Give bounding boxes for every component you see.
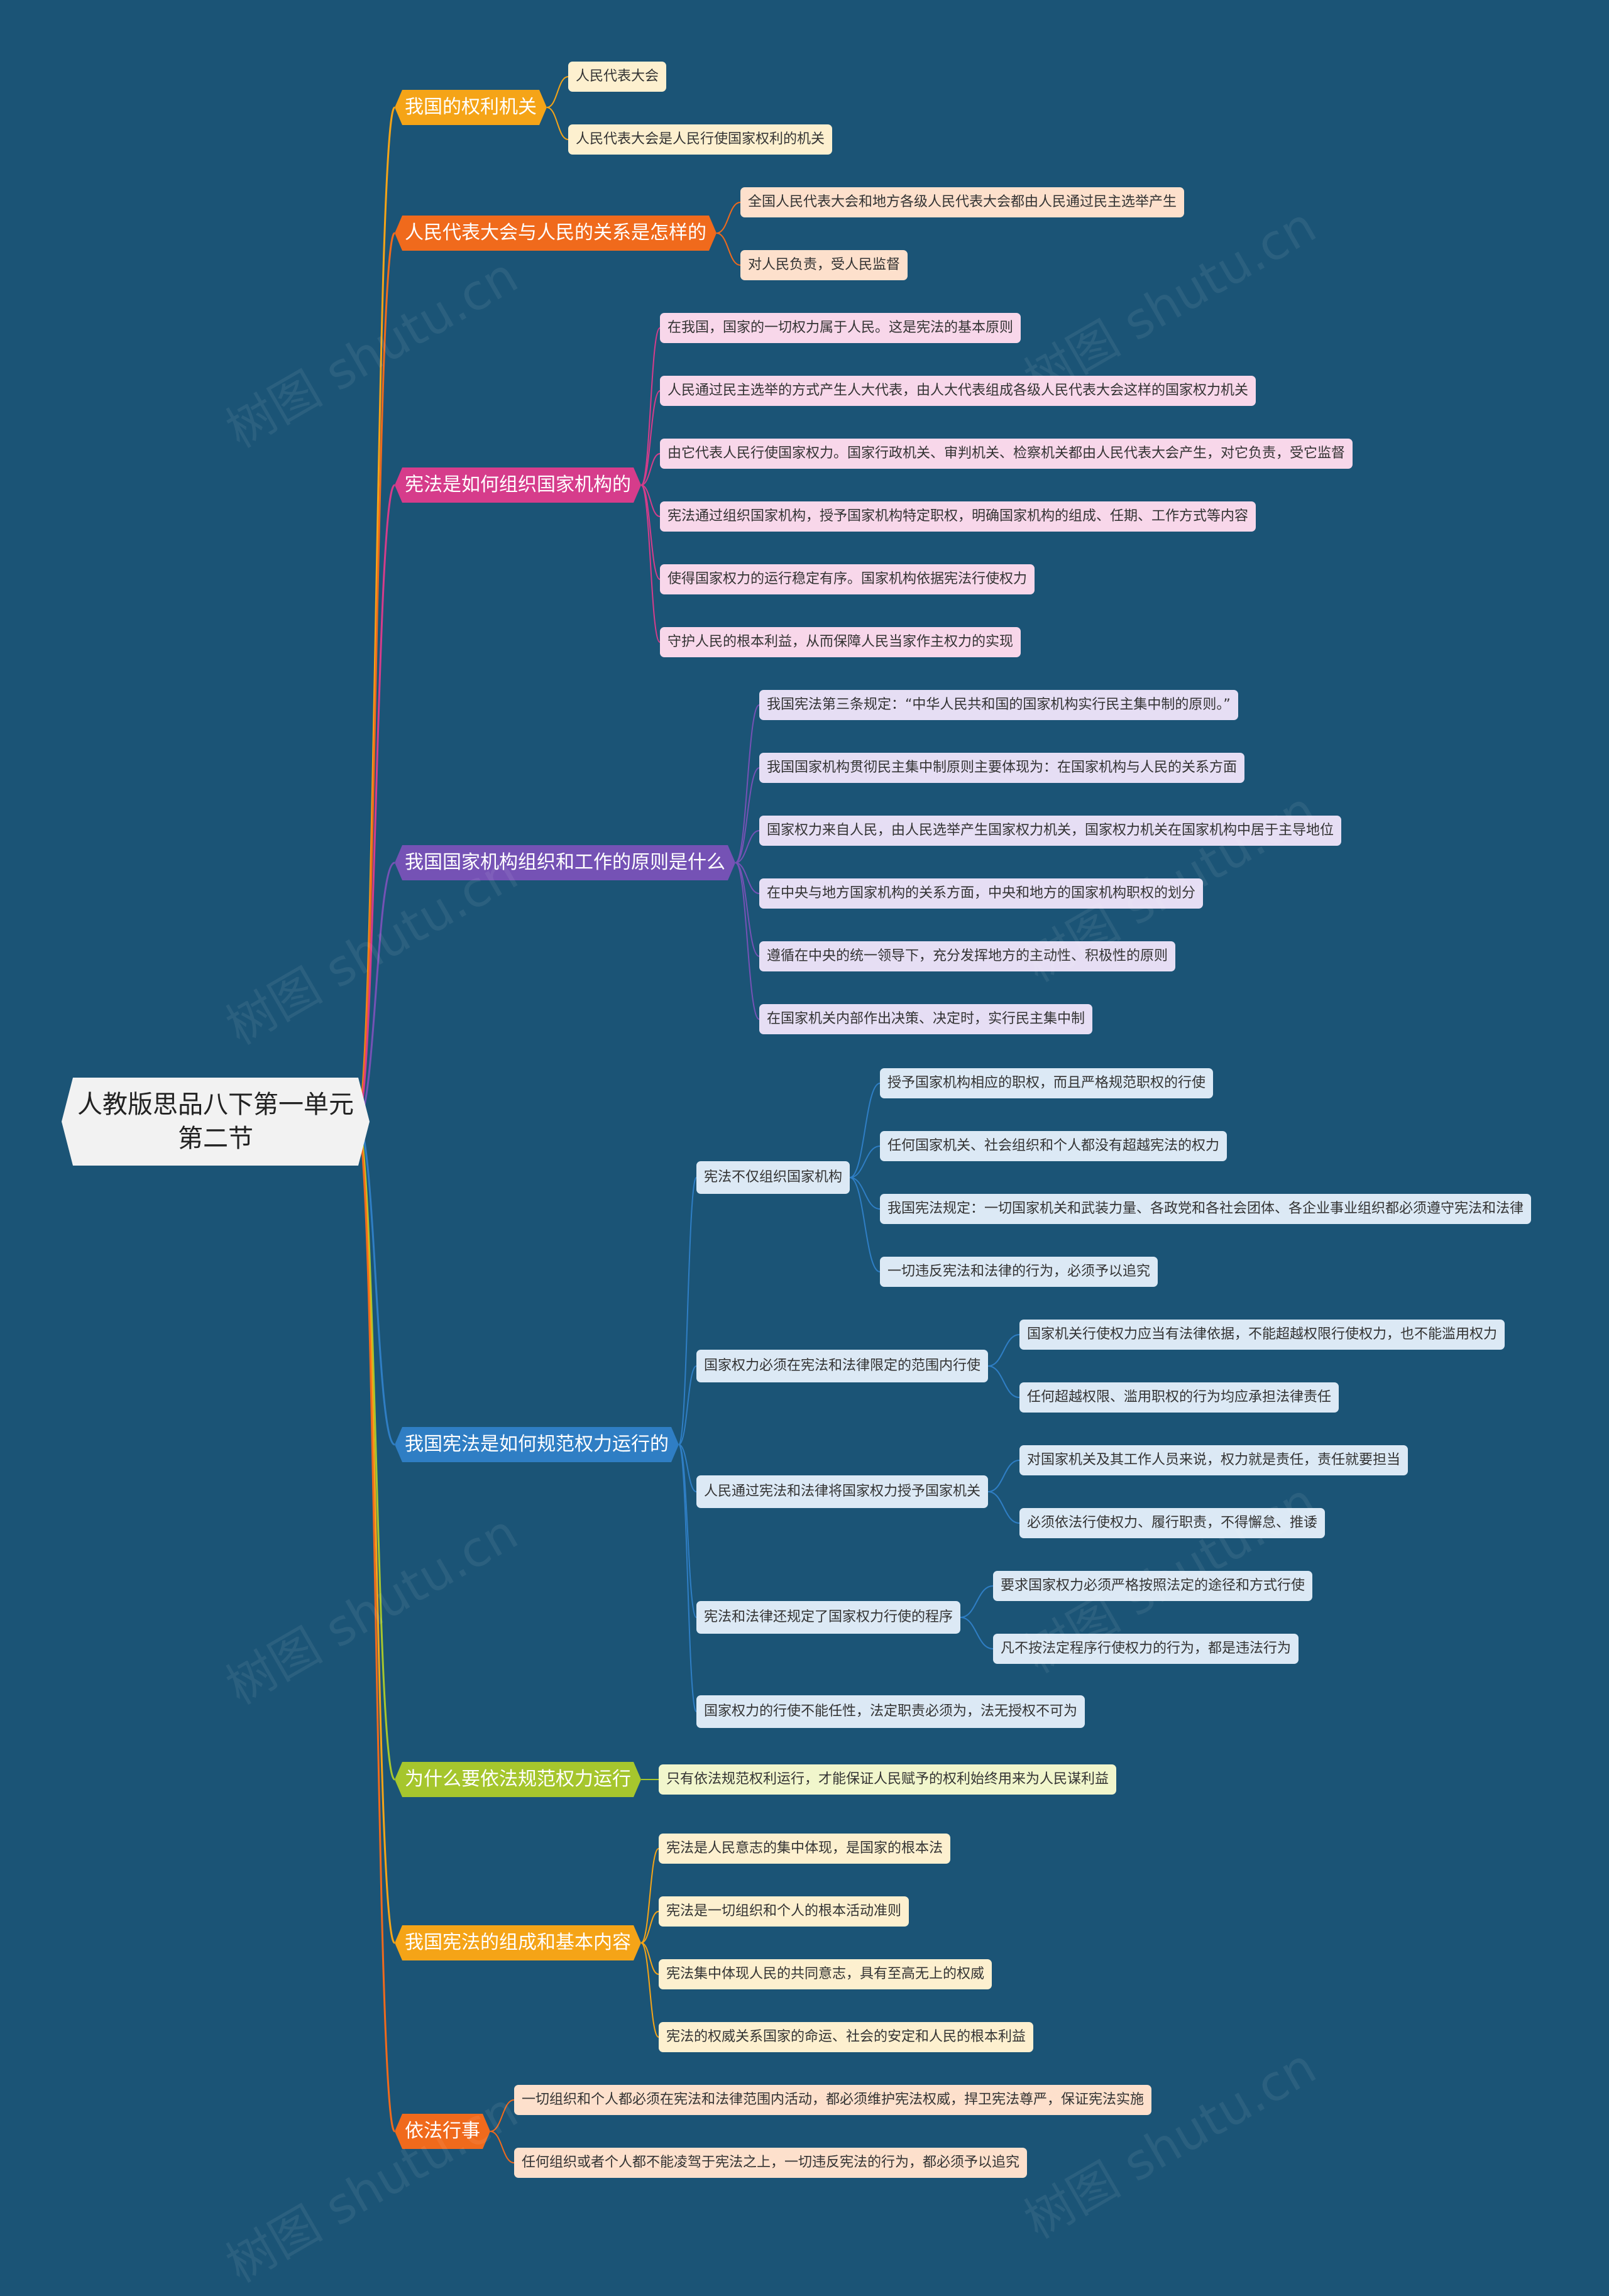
connector-line — [356, 1120, 395, 1446]
connector-line — [640, 1911, 659, 1943]
leaf-topic[interactable]: 凡不按法定程序行使权力的行为，都是违法行为 — [993, 1634, 1299, 1664]
connector-lines — [356, 76, 1020, 2163]
connector-line — [960, 1585, 994, 1618]
connector-line — [849, 1145, 881, 1178]
connector-line — [849, 1177, 881, 1272]
connector-line — [987, 1365, 1020, 1398]
connector-line — [678, 1444, 697, 1712]
leaf-topic[interactable]: 由它代表人民行使国家权力。国家行政机关、审判机关、检察机关都由人民代表大会产生，… — [660, 439, 1353, 469]
connector-line — [735, 862, 760, 1020]
connector-line — [640, 390, 661, 486]
leaf-topic[interactable]: 守护人民的根本利益，从而保障人民当家作主权力的实现 — [660, 627, 1021, 657]
connector-line — [987, 1334, 1020, 1367]
leaf-topic[interactable]: 人民代表大会 — [568, 62, 667, 92]
leaf-topic[interactable]: 宪法通过组织国家机构，授予国家机构特定职权，明确国家机构的组成、任期、工作方式等… — [660, 501, 1256, 532]
sub-topic[interactable]: 国家权力的行使不能任性，法定职责必须为，法无授权不可为 — [696, 1695, 1085, 1728]
leaf-topic[interactable]: 遵循在中央的统一领导下，充分发挥地方的主动性、积极性的原则 — [759, 941, 1176, 971]
connector-line — [735, 830, 760, 863]
connector-line — [678, 1177, 697, 1445]
leaf-topic[interactable]: 人民代表大会是人民行使国家权利的机关 — [568, 124, 833, 155]
root-topic[interactable]: 人教版思品八下第一单元 第二节 — [62, 1078, 370, 1166]
connector-line — [735, 704, 760, 863]
sub-topic[interactable]: 人民通过宪法和法律将国家权力授予国家机关 — [696, 1475, 989, 1508]
leaf-topic[interactable]: 在国家机关内部作出决策、决定时，实行民主集中制 — [759, 1004, 1093, 1034]
connector-line — [716, 202, 741, 234]
connector-line — [356, 1120, 396, 1781]
connector-line — [640, 484, 661, 580]
leaf-topic[interactable]: 授予国家机构相应的职权，而且严格规范职权的行使 — [880, 1068, 1214, 1098]
leaf-topic[interactable]: 在中央与地方国家机构的关系方面，中央和地方的国家机构职权的划分 — [759, 878, 1204, 909]
branch-topic[interactable]: 人民代表大会与人民的关系是怎样的 — [395, 216, 717, 251]
root-title-line-1: 人教版思品八下第一单元 — [77, 1090, 354, 1119]
connector-line — [640, 1942, 659, 1975]
leaf-topic[interactable]: 人民通过民主选举的方式产生人大代表，由人大代表组成各级人民代表大会这样的国家权力… — [660, 376, 1256, 406]
sub-topic[interactable]: 宪法不仅组织国家机构 — [696, 1161, 850, 1194]
leaf-topic[interactable]: 在我国，国家的一切权力属于人民。这是宪法的基本原则 — [660, 313, 1021, 343]
connector-line — [490, 2099, 515, 2132]
leaf-topic[interactable]: 宪法是一切组织和个人的根本活动准则 — [659, 1896, 909, 1927]
connector-line — [678, 1444, 697, 1492]
connector-line — [735, 767, 760, 863]
connector-line — [546, 107, 569, 140]
connector-line — [356, 232, 396, 1123]
connector-line — [356, 484, 396, 1123]
branch-topic[interactable]: 我国宪法是如何规范权力运行的 — [395, 1427, 679, 1462]
leaf-topic[interactable]: 任何组织或者个人都不能凌驾于宪法之上，一切违反宪法的行为，都必须予以追究 — [514, 2148, 1028, 2178]
leaf-topic[interactable]: 只有依法规范权利运行，才能保证人民赋予的权利始终用来为人民谋利益 — [659, 1764, 1117, 1795]
branch-topic[interactable]: 我国宪法的组成和基本内容 — [395, 1925, 641, 1960]
connector-line — [849, 1177, 881, 1210]
connector-line — [735, 862, 760, 894]
sub-topic[interactable]: 宪法和法律还规定了国家权力行使的程序 — [696, 1601, 961, 1634]
leaf-topic[interactable]: 对人民负责，受人民监督 — [740, 250, 908, 280]
leaf-topic[interactable]: 宪法集中体现人民的共同意志，具有至高无上的权威 — [659, 1959, 992, 1989]
connector-line — [640, 1848, 659, 1943]
leaf-topic[interactable]: 宪法是人民意志的集中体现，是国家的根本法 — [659, 1834, 951, 1864]
root-title-line-2: 第二节 — [178, 1124, 253, 1153]
leaf-topic[interactable]: 我国国家机构贯彻民主集中制原则主要体现为：在国家机构与人民的关系方面 — [759, 753, 1245, 783]
leaf-topic[interactable]: 我国宪法规定：一切国家机关和武装力量、各政党和各社会团体、各企业事业组织都必须遵… — [880, 1194, 1532, 1224]
branch-topic[interactable]: 宪法是如何组织国家机构的 — [395, 467, 641, 503]
leaf-topic[interactable]: 使得国家权力的运行稳定有序。国家机构依据宪法行使权力 — [660, 564, 1035, 594]
leaf-topic[interactable]: 任何国家机关、社会组织和个人都没有超越宪法的权力 — [880, 1131, 1227, 1161]
connector-line — [849, 1083, 881, 1178]
leaf-topic[interactable]: 宪法的权威关系国家的命运、社会的安定和人民的根本利益 — [659, 2022, 1034, 2052]
connector-line — [490, 2131, 515, 2163]
connector-line — [987, 1491, 1020, 1524]
connector-line — [960, 1617, 994, 1649]
connector-line — [716, 232, 741, 266]
leaf-topic[interactable]: 对国家机关及其工作人员来说，权力就是责任，责任就要担当 — [1019, 1445, 1409, 1475]
connector-line — [640, 484, 661, 517]
branch-topic[interactable]: 为什么要依法规范权力运行 — [395, 1762, 641, 1797]
leaf-topic[interactable]: 必须依法行使权力、履行职责，不得懈怠、推诿 — [1019, 1508, 1326, 1538]
connector-line — [640, 327, 661, 486]
branch-topic[interactable]: 我国的权利机关 — [395, 90, 547, 125]
connector-line — [640, 453, 661, 486]
leaf-topic[interactable]: 要求国家权力必须严格按照法定的途径和方式行使 — [993, 1571, 1313, 1601]
connector-line — [678, 1444, 697, 1618]
connector-line — [356, 1120, 396, 2133]
sub-topic[interactable]: 国家权力必须在宪法和法律限定的范围内行使 — [696, 1350, 989, 1382]
leaf-topic[interactable]: 任何超越权限、滥用职权的行为均应承担法律责任 — [1019, 1382, 1339, 1413]
leaf-topic[interactable]: 国家机关行使权力应当有法律依据，不能超越权限行使权力，也不能滥用权力 — [1019, 1320, 1505, 1350]
connector-line — [678, 1365, 697, 1445]
branch-topic[interactable]: 我国国家机构组织和工作的原则是什么 — [395, 845, 735, 880]
connector-line — [640, 484, 661, 643]
connector-line — [987, 1460, 1020, 1492]
connector-line — [546, 76, 569, 108]
connector-line — [356, 1120, 396, 1944]
leaf-topic[interactable]: 一切违反宪法和法律的行为，必须予以追究 — [880, 1257, 1158, 1287]
leaf-topic[interactable]: 全国人民代表大会和地方各级人民代表大会都由人民通过民主选举产生 — [740, 187, 1185, 217]
leaf-topic[interactable]: 一切组织和个人都必须在宪法和法律范围内活动，都必须维护宪法权威，捍卫宪法尊严，保… — [514, 2085, 1152, 2115]
leaf-topic[interactable]: 国家权力来自人民，由人民选举产生国家权力机关，国家权力机关在国家机构中居于主导地… — [759, 816, 1342, 846]
connector-line — [640, 1942, 659, 2038]
connector-line — [735, 862, 760, 957]
branch-topic[interactable]: 依法行事 — [395, 2114, 490, 2149]
leaf-topic[interactable]: 我国宪法第三条规定：“中华人民共和国的国家机构实行民主集中制的原则。” — [759, 690, 1238, 720]
